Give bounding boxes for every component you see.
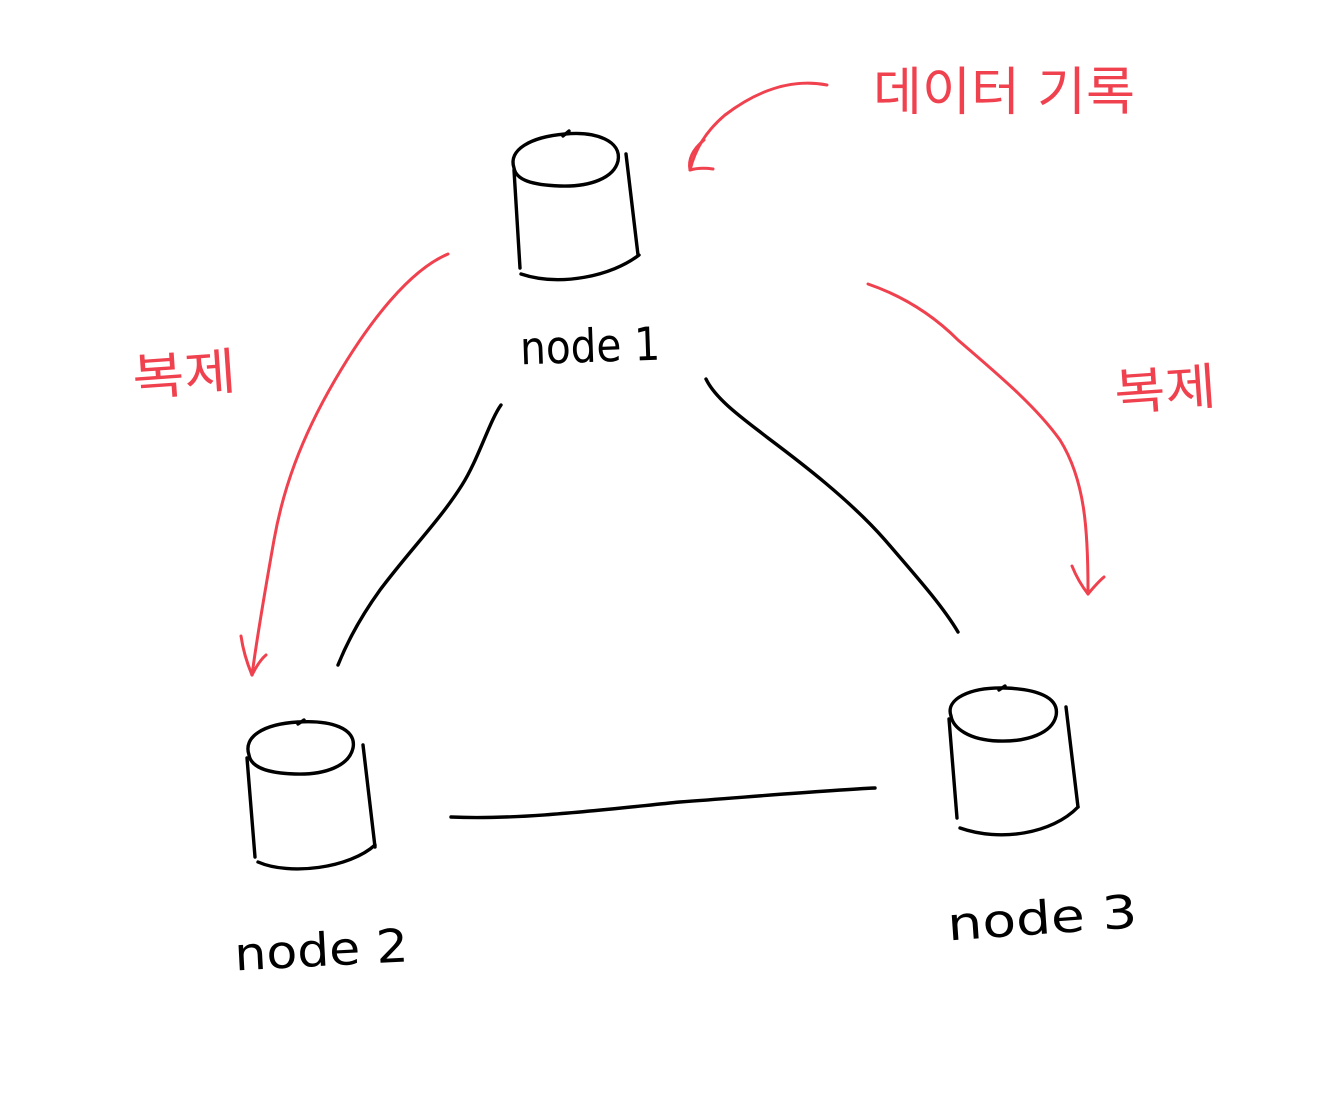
node2-database-icon [245, 718, 377, 871]
node1-database-icon [511, 129, 641, 282]
node3-database-icon [947, 684, 1080, 837]
replicate-arrow-left-icon [239, 252, 450, 677]
replicate-annotation-left: 복제 [130, 342, 238, 407]
write-annotation: 데이터 기록 [873, 63, 1135, 123]
replicate-arrow-right-icon [866, 282, 1106, 596]
replicate-annotation-right: 복제 [1112, 358, 1218, 423]
node3-label: node 3 [946, 884, 1139, 951]
link-node1-node2 [336, 403, 503, 667]
node1-label: node 1 [519, 317, 661, 376]
link-node1-node3 [704, 377, 960, 634]
link-node2-node3 [449, 786, 877, 820]
node2-label: node 2 [233, 918, 410, 981]
write-arrow-icon [688, 81, 829, 172]
